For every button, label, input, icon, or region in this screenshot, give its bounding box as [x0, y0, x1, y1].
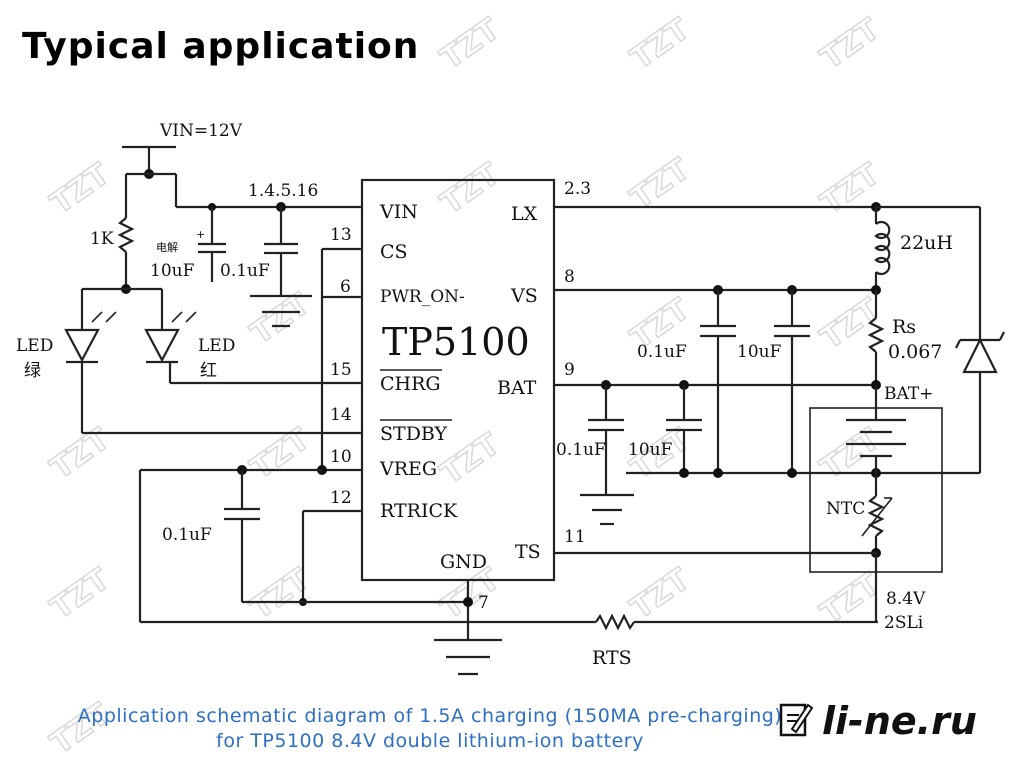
caption-line-1: Application schematic diagram of 1.5A ch… [77, 705, 783, 727]
pin-stdby-label: STDBY [380, 423, 448, 445]
chip-name: TP5100 [382, 320, 530, 364]
pin-bat-label: BAT [497, 377, 537, 399]
cap-vreg-label: 0.1uF [162, 525, 212, 545]
pin-number-vin: 1.4.5.16 [248, 181, 318, 201]
cap-bat-10uf-label: 10uF [628, 440, 673, 460]
rs-label: Rs [892, 316, 916, 338]
watermark: TZT [245, 422, 317, 487]
cap-bat-01uf-label: 0.1uF [556, 440, 606, 460]
resistor-1k-label: 1K [90, 229, 114, 249]
rs-value: 0.067 [888, 341, 942, 363]
led-red-label: LED [198, 336, 235, 356]
watermark: TZT [815, 12, 887, 77]
cap-vs-01uf-label: 0.1uF [637, 342, 687, 362]
pin-number-lx: 2.3 [564, 179, 591, 199]
inductor-label: 22uH [900, 232, 953, 254]
pin-vs-label: VS [510, 285, 538, 307]
brand-name: li-ne.ru [822, 699, 977, 743]
pin-number-ts: 11 [564, 527, 586, 547]
pin-number-bat: 9 [564, 360, 575, 380]
electrolytic-label: 电解 [156, 240, 178, 254]
pin-number-cs: 13 [330, 225, 352, 245]
bat-plus-label: BAT+ [884, 384, 933, 404]
pin-lx-label: LX [511, 203, 538, 225]
led-green-label: LED [16, 336, 53, 356]
pin-number-chrg: 15 [330, 360, 352, 380]
vin-supply-label: VIN=12V [159, 121, 243, 141]
cap-vs-10uf-label: 10uF [737, 342, 782, 362]
watermark: TZT [435, 12, 507, 77]
pin-vin-label: VIN [379, 201, 418, 223]
battery-type-label: 2SLi [884, 613, 924, 633]
watermark: TZT [435, 157, 507, 222]
watermark: TZT [625, 12, 697, 77]
pin-vreg-label: VREG [379, 458, 437, 480]
led-green-cn: 绿 [24, 361, 41, 381]
pin-number-vreg: 10 [330, 447, 352, 467]
cap-01uf-input-label: 0.1uF [220, 261, 270, 281]
watermark: TZT [45, 157, 117, 222]
pin-number-rtrick: 12 [330, 488, 352, 508]
figure-caption: Application schematic diagram of 1.5A ch… [0, 704, 860, 754]
pin-cs-label: CS [380, 241, 408, 263]
watermark: TZT [45, 562, 117, 627]
caption-line-2: for TP5100 8.4V double lithium-ion batte… [216, 730, 644, 752]
pin-number-vs: 8 [564, 267, 575, 287]
pin-number-stdby: 14 [330, 405, 352, 425]
pin-rtrick-label: RTRICK [380, 500, 458, 522]
pin-pwr-on-label: PWR_ON- [380, 287, 465, 307]
led-red-cn: 红 [200, 361, 217, 381]
rts-label: RTS [592, 647, 632, 669]
pencil-note-icon [779, 703, 814, 737]
cap-10uf-input-label: 10uF [150, 261, 195, 281]
pin-number-gnd: 7 [478, 593, 489, 613]
page-title: Typical application [22, 26, 420, 67]
pin-chrg-label: CHRG [380, 373, 441, 395]
electrolytic-plus: + [196, 228, 205, 241]
watermark: TZT [625, 562, 697, 627]
watermark: TZT [245, 562, 317, 627]
brand-logo: li-ne.ru [778, 693, 1008, 753]
pin-number-pwr-on: 6 [340, 277, 351, 297]
pin-gnd-label: GND [440, 551, 487, 573]
ntc-label: NTC [826, 499, 865, 519]
tp5100-chip [360, 178, 556, 582]
battery-voltage-label: 8.4V [886, 589, 926, 609]
watermark: TZT [45, 422, 117, 487]
pin-ts-label: TS [515, 541, 541, 563]
